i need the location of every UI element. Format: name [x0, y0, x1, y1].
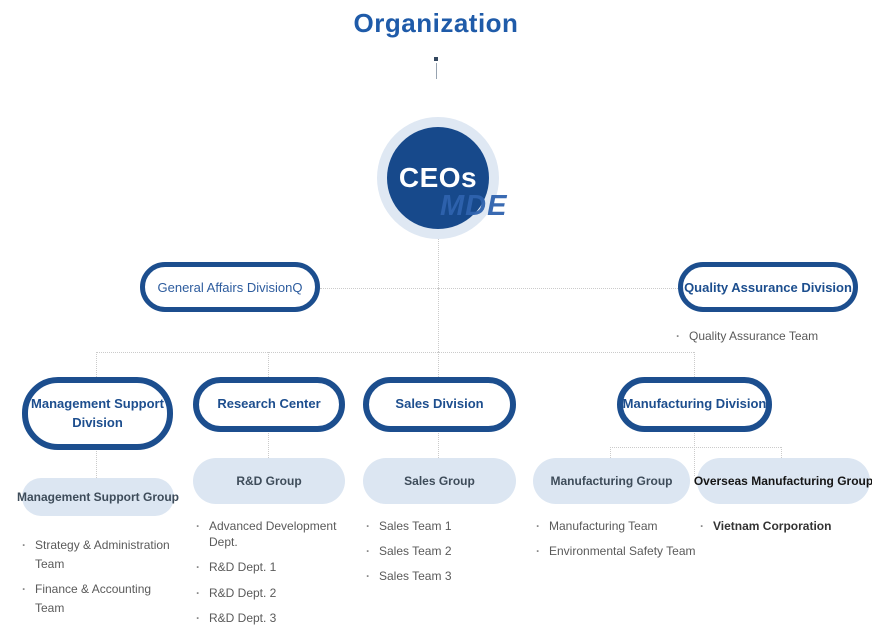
connector-sales-group — [438, 433, 439, 458]
team-list-overseas: Vietnam Corporation — [698, 518, 868, 543]
group-pill-management-support: Management Support Group — [17, 478, 179, 516]
title-marker-line — [436, 63, 437, 79]
team-list-item: Manufacturing Team — [534, 518, 699, 534]
connector-ceo-mid — [438, 288, 439, 352]
division-pill-quality-assurance: Quality Assurance Division — [678, 262, 858, 312]
division-pill-sales: Sales Division — [363, 377, 516, 432]
division-pill-management-support: Management Support Division — [22, 377, 173, 450]
ceo-label: CEOs — [398, 162, 478, 193]
group-pill-rnd: R&D Group — [193, 458, 345, 504]
connector-stub-sales — [438, 352, 439, 377]
connector-stub-management — [96, 352, 97, 377]
team-list-item: Sales Team 3 — [364, 568, 514, 584]
group-pill-overseas-manufacturing: Overseas Manufacturing Group — [693, 458, 872, 504]
team-list-item: R&D Dept. 1 — [194, 559, 359, 575]
group-pill-label: Overseas Manufacturing Group — [693, 474, 872, 488]
team-list-item: Vietnam Corporation — [698, 518, 868, 534]
division-pill-manufacturing: Manufacturing Division — [617, 377, 772, 432]
division-pill-general-affairs: General Affairs DivisionQ — [140, 262, 320, 312]
title-marker-dot — [434, 57, 438, 61]
connector-management-group — [96, 451, 97, 478]
connector-manufacturing-branch — [610, 447, 781, 448]
team-list-quality-assurance: Quality Assurance Team — [674, 328, 864, 353]
division-pill-label: General Affairs DivisionQ — [157, 279, 303, 295]
division-pill-label: Management Support Division — [31, 395, 164, 430]
team-list-item: Sales Team 1 — [364, 518, 514, 534]
connector-manufacturing-down — [694, 433, 695, 476]
team-list-item: Strategy & Administration Team — [20, 536, 170, 573]
connector-division-branch — [96, 352, 694, 353]
team-list-item: R&D Dept. 3 — [194, 610, 359, 626]
connector-staff-horizontal — [320, 288, 678, 289]
team-list-manufacturing: Manufacturing Team Environmental Safety … — [534, 518, 699, 568]
division-pill-label: Quality Assurance Division — [684, 279, 852, 295]
group-pill-label: Management Support Group — [17, 490, 179, 504]
ceo-node: CEOs — [387, 127, 489, 229]
team-list-rnd: Advanced Development Dept. R&D Dept. 1 R… — [194, 518, 359, 632]
division-pill-label: Research Center — [217, 396, 321, 412]
connector-stub-mfg-group — [610, 447, 611, 458]
team-list-item: Sales Team 2 — [364, 543, 514, 559]
connector-stub-research — [268, 352, 269, 377]
division-pill-label: Sales Division — [395, 396, 484, 412]
division-pill-label: Manufacturing Division — [622, 396, 767, 412]
group-pill-sales: Sales Group — [363, 458, 516, 504]
page-title: Organization — [353, 8, 519, 38]
group-pill-label: Manufacturing Group — [550, 474, 673, 488]
connector-ceo-down — [438, 239, 439, 288]
connector-research-group — [268, 433, 269, 458]
connector-stub-overseas-group — [781, 447, 782, 458]
team-list-item: R&D Dept. 2 — [194, 585, 359, 601]
team-list-management-support: Strategy & Administration Team Finance &… — [20, 536, 170, 624]
group-pill-manufacturing: Manufacturing Group — [533, 458, 690, 504]
group-pill-label: Sales Group — [404, 474, 475, 488]
team-list-item: Finance & Accounting Team — [20, 580, 170, 617]
team-list-item: Advanced Development Dept. — [194, 518, 359, 550]
team-list-item: Environmental Safety Team — [534, 543, 699, 559]
division-pill-research-center: Research Center — [193, 377, 345, 432]
team-list-item: Quality Assurance Team — [674, 328, 864, 344]
connector-stub-manufacturing — [694, 352, 695, 377]
watermark-text: MDE — [440, 190, 508, 222]
team-list-sales: Sales Team 1 Sales Team 2 Sales Team 3 — [364, 518, 514, 594]
group-pill-label: R&D Group — [236, 474, 302, 488]
